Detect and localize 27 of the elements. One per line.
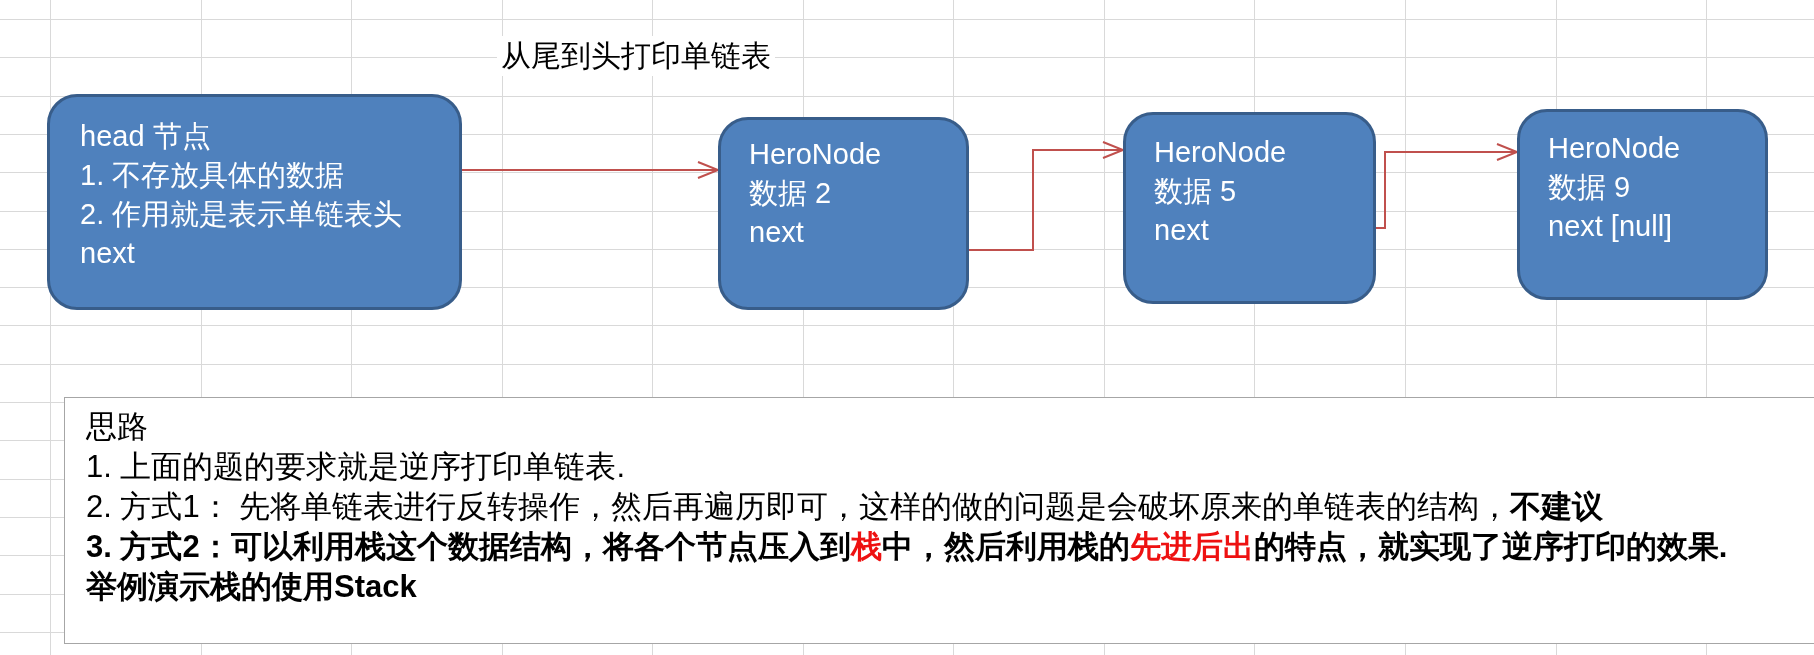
node-box (718, 117, 969, 310)
node-label: next (1154, 213, 1210, 248)
node-label: HeroNode (1154, 135, 1288, 170)
node-label: next (80, 236, 136, 271)
node-label: HeroNode (749, 137, 883, 172)
node-label: 数据 5 (1154, 174, 1238, 209)
heading-text: 思路 (86, 408, 149, 446)
node-label: 1. 不存放具体的数据 (80, 158, 346, 193)
node-box (1517, 109, 1768, 300)
node-label: next (749, 215, 805, 250)
note-text: 举例演示栈的使用Stack (86, 568, 418, 606)
node-label: 2. 作用就是表示单链表头 (80, 197, 404, 232)
node-label: head 节点 (80, 119, 212, 154)
diagram-title: 从尾到头打印单链表 (497, 36, 775, 76)
node-box (47, 94, 462, 310)
node-label: HeroNode (1548, 131, 1682, 166)
arrow (461, 161, 719, 179)
note-text: 2. 方式1： 先将单链表进行反转操作，然后再遍历即可，这样的做的问题是会破坏原来的单链表的结构，不建议 (86, 488, 1605, 526)
node-label: next [null] (1548, 209, 1674, 244)
node-label: 数据 9 (1548, 170, 1632, 205)
note-text: 3. 方式2：可以利用栈这个数据结构，将各个节点压入到栈中，然后利用栈的先进后出的特点，就实现了逆序打印的效果. (86, 528, 1729, 566)
node-box (1123, 112, 1376, 304)
node-label: 数据 2 (749, 176, 833, 211)
arrow (968, 141, 1124, 251)
text-panel (64, 397, 1814, 644)
note-text: 1. 上面的题的要求就是逆序打印单链表. (86, 448, 627, 486)
arrow (1375, 143, 1518, 229)
